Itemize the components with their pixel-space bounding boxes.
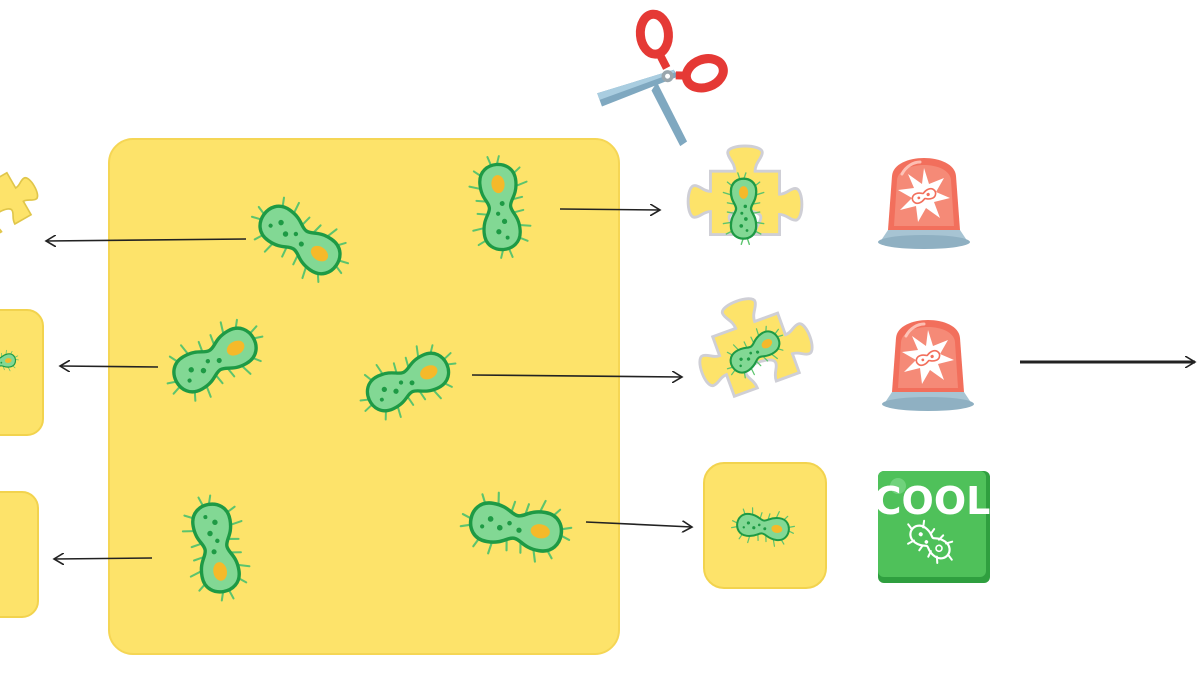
arrow-to-small-box bbox=[585, 522, 692, 527]
siren-icon-2 bbox=[880, 318, 976, 413]
arrow-to-puzzle-top bbox=[559, 209, 660, 210]
cool-badge-label: COOL bbox=[874, 479, 991, 523]
arrows bbox=[46, 209, 1195, 559]
cool-badge: COOL bbox=[874, 471, 991, 583]
left-partial-box-middle bbox=[0, 309, 44, 436]
puzzle-piece-top bbox=[686, 144, 804, 246]
puzzle-piece-middle bbox=[681, 280, 822, 406]
scissors-icon bbox=[597, 9, 728, 147]
left-partial-puzzle bbox=[0, 146, 47, 251]
arrow-to-left-middle bbox=[60, 366, 159, 367]
culture-box bbox=[108, 138, 620, 655]
siren-icon bbox=[876, 156, 972, 251]
arrow-to-puzzle-middle bbox=[471, 375, 682, 377]
left-partial-box-bottom bbox=[0, 491, 39, 618]
arrow-to-left-bottom bbox=[54, 558, 153, 559]
arrow-to-left-top bbox=[46, 239, 247, 241]
